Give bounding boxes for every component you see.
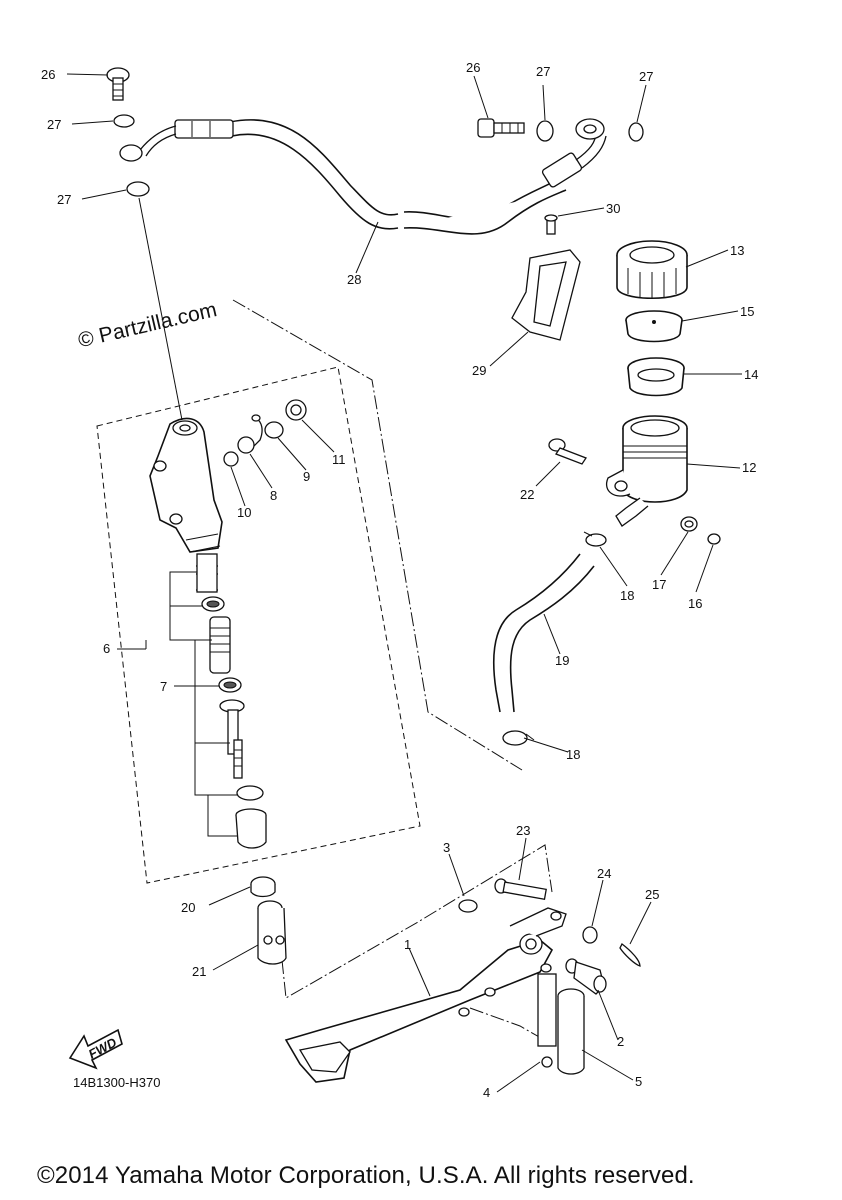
callout-27: 27 [639, 69, 653, 84]
diaphragm-14 [627, 357, 685, 397]
callout-17: 17 [652, 577, 666, 592]
callout-5: 5 [635, 1074, 642, 1089]
reservoir-routing-outline [232, 299, 523, 771]
copyright-notice: ©2014 Yamaha Motor Corporation, U.S.A. A… [37, 1162, 695, 1189]
nut-20 [250, 876, 276, 898]
hose-joint-8 [237, 414, 263, 454]
callout-19: 19 [555, 653, 569, 668]
hose-guide-29 [511, 214, 581, 341]
callout-6: 6 [103, 641, 110, 656]
callout-24: 24 [597, 866, 611, 881]
oring-17 [680, 516, 698, 532]
callout-21: 21 [192, 964, 206, 979]
cotter-pin-25 [619, 943, 641, 967]
callout-15: 15 [740, 304, 754, 319]
callout-13: 13 [730, 243, 744, 258]
callout-3: 3 [443, 840, 450, 855]
callout-26: 26 [41, 67, 55, 82]
callout-27: 27 [57, 192, 71, 207]
callout-1: 1 [404, 937, 411, 952]
callout-26: 26 [466, 60, 480, 75]
pedal-spring-outline [469, 1007, 549, 1043]
callout-4: 4 [483, 1085, 490, 1100]
callout-27: 27 [47, 117, 61, 132]
callout-27: 27 [536, 64, 550, 79]
callout-30: 30 [606, 201, 620, 216]
reservoir-cap-13 [616, 240, 688, 300]
callout-11: 11 [332, 452, 346, 467]
banjo-bolt-26-right [477, 118, 525, 138]
seal-16 [707, 533, 721, 545]
pedal-linkage-outline [281, 844, 553, 999]
washer-27-b [126, 181, 150, 197]
callout-9: 9 [303, 469, 310, 484]
spring [196, 553, 218, 593]
callout-2: 2 [617, 1034, 624, 1049]
callout-23: 23 [516, 823, 530, 838]
pin-23 [494, 878, 547, 900]
callout-18: 18 [620, 588, 634, 603]
hose-clamp-18-top [583, 531, 607, 547]
fwd-arrow-icon: FWD [68, 1028, 123, 1070]
washer-3 [458, 899, 478, 913]
callout-16: 16 [688, 596, 702, 611]
reservoir-hose-19 [493, 553, 595, 713]
callout-22: 22 [520, 487, 534, 502]
washer-27-d [628, 122, 644, 142]
master-cylinder-body [149, 417, 223, 553]
collar-5 [557, 988, 585, 1075]
washer-27-c [536, 120, 554, 142]
bolt-2 [565, 958, 607, 995]
callout-8: 8 [270, 488, 277, 503]
cylinder-kit-6 [169, 553, 267, 849]
cylinder-kit-outline [96, 366, 421, 884]
plate-15 [625, 310, 683, 343]
hose-clamp-18-bottom [502, 730, 535, 746]
callout-18: 18 [566, 747, 580, 762]
washer-27-a [113, 114, 135, 128]
drawing-code: 14B1300-H370 [73, 1075, 161, 1090]
callout-29: 29 [472, 363, 486, 378]
bolt-22 [548, 438, 587, 465]
callout-12: 12 [742, 460, 756, 475]
callout-20: 20 [181, 900, 195, 915]
brake-pedal-1 [284, 907, 567, 1083]
boot [235, 808, 267, 849]
reservoir-tank-12 [605, 415, 688, 527]
washer-24 [582, 926, 598, 944]
piston [209, 616, 231, 674]
push-rod [219, 699, 245, 779]
spring-4 [537, 963, 557, 1068]
callout-10: 10 [237, 505, 251, 520]
clevis-21 [257, 900, 287, 965]
callout-labels: 26 27 27 26 27 27 28 30 13 15 14 29 11 9… [41, 60, 758, 1100]
cap-11 [285, 399, 307, 421]
callout-7: 7 [160, 679, 167, 694]
callout-14: 14 [744, 367, 758, 382]
callout-25: 25 [645, 887, 659, 902]
brake-hose-28 [119, 118, 607, 235]
banjo-bolt-26-left [106, 67, 130, 101]
circlip-9 [264, 421, 284, 439]
callout-28: 28 [347, 272, 361, 287]
leader-lines [66, 73, 742, 1093]
oring-10 [223, 451, 239, 467]
